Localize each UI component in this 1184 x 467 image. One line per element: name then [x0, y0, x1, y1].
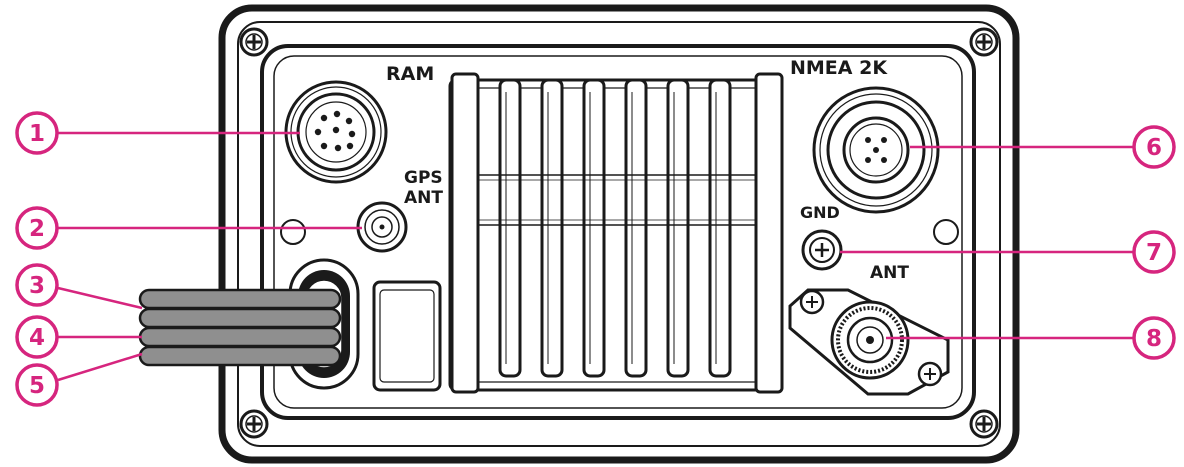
- leader-3: [57, 286, 143, 310]
- svg-text:7: 7: [1146, 240, 1162, 266]
- gps-label-line1: GPS: [404, 168, 443, 188]
- callout-badges: 1 2 3 4 5 6 7 8: [15, 111, 1176, 407]
- callout-leaders: [57, 131, 1134, 382]
- panel-recess-inner: [273, 55, 963, 409]
- callout-5: 5: [15, 363, 59, 407]
- callout-4: 4: [15, 315, 59, 359]
- mounting-hole-left: [280, 219, 306, 245]
- callout-3: 3: [15, 263, 59, 307]
- ground-terminal: [801, 229, 843, 271]
- gps-antenna-connector: [356, 201, 408, 253]
- svg-text:2: 2: [29, 216, 45, 242]
- svg-text:8: 8: [1146, 326, 1162, 352]
- mounting-hole-right: [933, 219, 959, 245]
- corner-screw-bl: [239, 409, 269, 439]
- chassis-inner: [237, 21, 1001, 447]
- callout-2: 2: [15, 206, 59, 250]
- heatsink: [448, 72, 784, 394]
- ram-connector: [284, 80, 388, 184]
- corner-screw-br: [969, 409, 999, 439]
- gnd-label: GND: [800, 203, 840, 222]
- callout-7: 7: [1132, 230, 1176, 274]
- callout-8: 8: [1132, 316, 1176, 360]
- panel-recess: [260, 44, 976, 420]
- cable-bundle: [138, 288, 342, 367]
- leader-5: [57, 352, 143, 382]
- vhf-antenna-connector: [788, 288, 950, 396]
- svg-text:1: 1: [29, 121, 45, 147]
- corner-screw-tr: [969, 27, 999, 57]
- svg-text:3: 3: [29, 273, 45, 299]
- svg-text:6: 6: [1146, 135, 1162, 161]
- nmea2k-label: NMEA 2K: [790, 57, 888, 79]
- callout-1: 1: [15, 111, 59, 155]
- svg-text:5: 5: [29, 373, 45, 399]
- nmea2k-connector: [812, 86, 940, 214]
- ant-label: ANT: [870, 263, 909, 283]
- ram-label: RAM: [386, 63, 434, 85]
- side-block: [372, 280, 442, 392]
- svg-text:4: 4: [29, 325, 45, 351]
- callout-6: 6: [1132, 125, 1176, 169]
- corner-screw-tl: [239, 27, 269, 57]
- gps-label-line2: ANT: [404, 188, 443, 208]
